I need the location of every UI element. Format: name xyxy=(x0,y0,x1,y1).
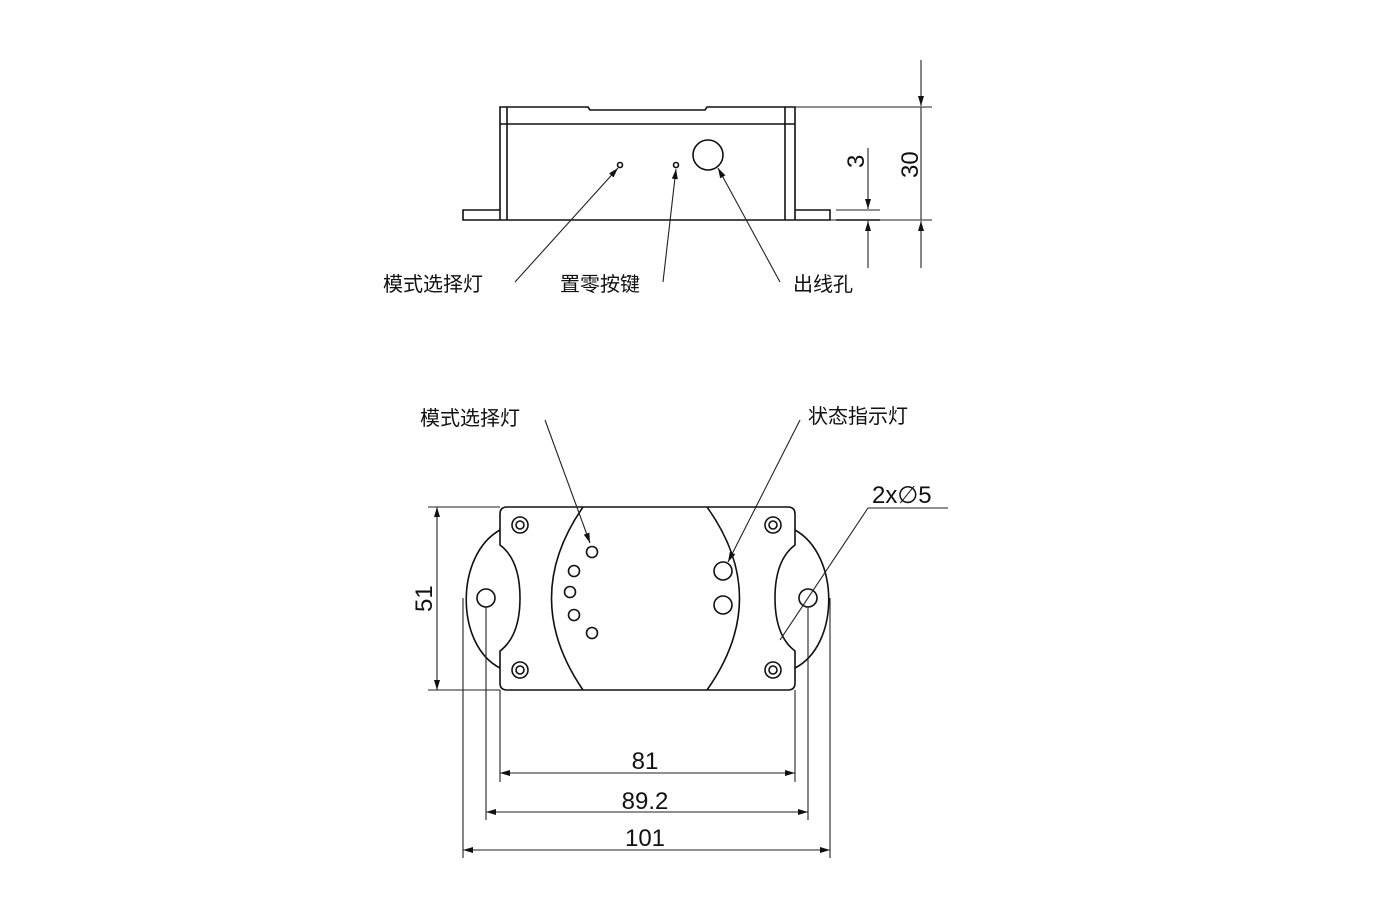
center-circle-left xyxy=(550,506,584,691)
mode-led-dot xyxy=(616,161,624,169)
mode-leds xyxy=(563,545,599,640)
dim-width-101: 101 xyxy=(625,825,665,852)
label-zero-button: 置零按键 xyxy=(560,272,640,296)
dim-width-81: 81 xyxy=(632,748,659,775)
dim-height-51: 51 xyxy=(411,585,438,612)
status-leds xyxy=(713,561,733,615)
label-mode-led-bottom: 模式选择灯 xyxy=(420,406,520,430)
label-status-led: 状态指示灯 xyxy=(808,404,908,428)
dim-height-30: 30 xyxy=(897,151,924,178)
label-mode-led-top: 模式选择灯 xyxy=(383,272,483,296)
cable-hole xyxy=(692,139,724,171)
label-mount-holes: 2x∅5 xyxy=(872,482,932,509)
dim-width-89-2: 89.2 xyxy=(622,788,669,815)
zero-button-dot xyxy=(672,161,680,169)
right-flange xyxy=(795,209,831,221)
base-plate xyxy=(499,506,796,691)
screws xyxy=(511,516,782,679)
left-flange xyxy=(462,209,500,221)
center-circle-right xyxy=(706,506,741,691)
housing-outline xyxy=(499,106,796,220)
label-cable-hole: 出线孔 xyxy=(793,272,853,296)
dim-flange-3: 3 xyxy=(843,155,870,168)
mount-hole-left xyxy=(476,588,496,608)
right-lobe xyxy=(794,529,830,669)
top-view: 模式选择灯 置零按键 出线孔 30 3 xyxy=(383,60,932,296)
bottom-view: 模式选择灯 状态指示灯 2x∅5 51 81 89.2 101 xyxy=(411,404,948,858)
